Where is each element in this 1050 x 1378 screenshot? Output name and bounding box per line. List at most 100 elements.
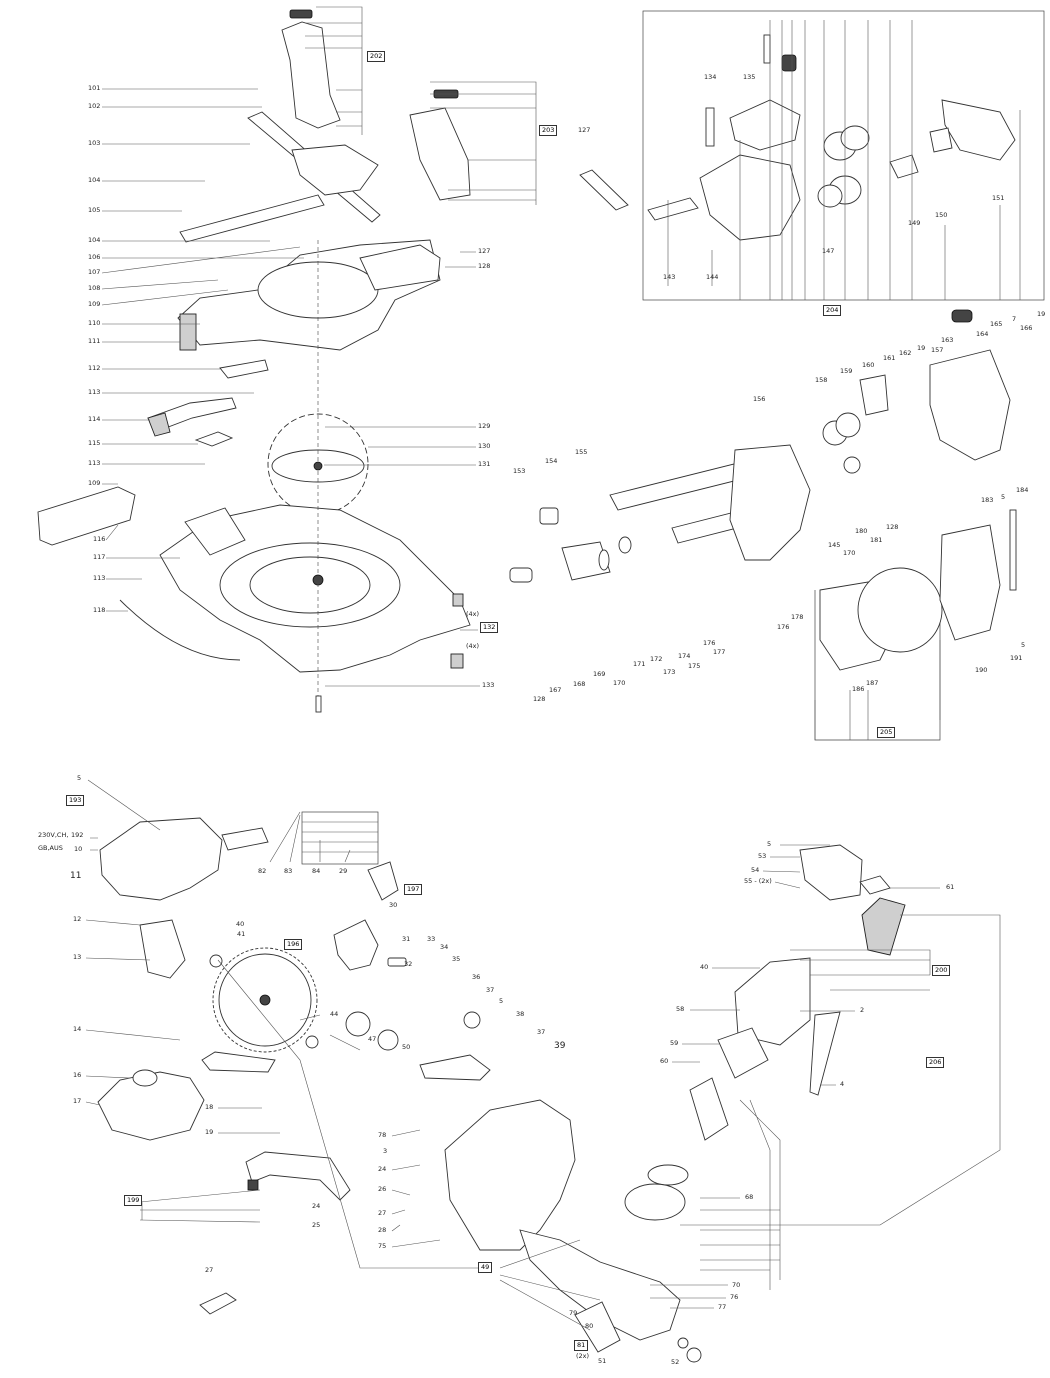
side-extension-part [37, 486, 136, 546]
part-label: (4x) [466, 642, 480, 650]
group-label-box: 81 [574, 1340, 589, 1351]
part-label: 27 [205, 1266, 214, 1274]
part-label: 19 [917, 344, 926, 352]
part-label: 16 [73, 1071, 82, 1079]
group-label-box: 205 [877, 727, 896, 738]
part-label: 39 [554, 1041, 566, 1051]
part-label: 128 [478, 262, 491, 270]
part-label: 26 [378, 1185, 387, 1193]
part-label: 83 [284, 867, 293, 875]
part-label: 168 [573, 680, 586, 688]
switch-handle-parts [333, 861, 491, 1081]
part-label: 25 [312, 1221, 321, 1229]
part-label: 40 [700, 963, 709, 971]
part-label: 68 [745, 1193, 754, 1201]
part-label: 129 [478, 422, 491, 430]
part-label: 102 [88, 102, 101, 110]
bolt-133 [315, 695, 322, 713]
part-label: 164 [976, 330, 989, 338]
part-label: 37 [537, 1028, 546, 1036]
part-label: 186 [852, 685, 865, 693]
part-label: 101 [88, 84, 101, 92]
part-label: 80 [585, 1322, 594, 1330]
gear-set-group [822, 309, 1011, 474]
part-label: 70 [732, 1281, 741, 1289]
part-label: 131 [478, 460, 491, 468]
part-label: 24 [312, 1202, 321, 1210]
group-label-box: 49 [478, 1262, 493, 1273]
part-label: 171 [633, 660, 646, 668]
part-label: 51 [598, 1357, 607, 1365]
part-label: 143 [663, 273, 676, 281]
part-label: 19 [205, 1128, 214, 1136]
group-frame-204 [642, 10, 1045, 301]
part-label: 163 [941, 336, 954, 344]
part-label: 149 [908, 219, 921, 227]
group-label-box: 200 [932, 965, 951, 976]
foot-pad-lower [450, 653, 464, 669]
part-label: 128 [886, 523, 899, 531]
part-label: 59 [670, 1039, 679, 1047]
part-label: 111 [88, 337, 101, 345]
part-label: 2 [860, 1006, 865, 1014]
main-housing [444, 1099, 681, 1353]
part-label: 173 [663, 668, 676, 676]
part-label: 61 [946, 883, 955, 891]
part-label: 133 [482, 681, 495, 689]
part-label: 82 [258, 867, 267, 875]
part-label: 106 [88, 253, 101, 261]
part-label: 178 [791, 613, 804, 621]
group-label-box: 197 [404, 884, 423, 895]
part-label: 5 [1021, 641, 1026, 649]
part-label: 116 [93, 535, 106, 543]
part-label: 104 [88, 236, 101, 244]
part-label: 176 [703, 639, 716, 647]
part-label: 160 [862, 361, 875, 369]
part-label: 50 [402, 1043, 411, 1051]
part-label: 79 [569, 1309, 578, 1317]
part-label: 175 [688, 662, 701, 670]
part-label: 158 [815, 376, 828, 384]
part-label: 103 [88, 139, 101, 147]
part-label: 162 [899, 349, 912, 357]
part-label: 134 [704, 73, 717, 81]
part-label: 184 [1016, 486, 1029, 494]
part-label: 107 [88, 268, 101, 276]
part-label: 54 [751, 866, 760, 874]
part-label: 37 [486, 986, 495, 994]
part-label: 53 [758, 852, 767, 860]
part-label: 165 [990, 320, 1003, 328]
part-label: (4x) [466, 610, 480, 618]
part-label: 84 [312, 867, 321, 875]
part-label: 159 [840, 367, 853, 375]
leader-lines [85, 6, 1021, 1331]
part-label: 36 [472, 973, 481, 981]
part-label: 230V,CH, [38, 831, 69, 839]
part-label: 190 [975, 666, 988, 674]
part-label: 18 [205, 1103, 214, 1111]
part-label: 78 [378, 1131, 387, 1139]
main-base-part [119, 504, 471, 673]
part-label: 147 [822, 247, 835, 255]
part-label: 109 [88, 479, 101, 487]
part-label: 181 [870, 536, 883, 544]
part-label: 4 [840, 1080, 845, 1088]
part-label: 32 [404, 960, 413, 968]
part-label: 47 [368, 1035, 377, 1043]
part-label: 10 [74, 845, 83, 853]
part-label: 161 [883, 354, 896, 362]
part-label: 145 [828, 541, 841, 549]
saw-blade [209, 947, 319, 1053]
part-label: 38 [516, 1010, 525, 1018]
part-label: 167 [549, 686, 562, 694]
part-label: 177 [713, 648, 726, 656]
part-label: 191 [1010, 654, 1023, 662]
part-label: (2x) [576, 1352, 590, 1360]
part-label: 183 [981, 496, 994, 504]
part-label: 27 [378, 1209, 387, 1217]
part-label: 192 [71, 831, 84, 839]
part-label: 29 [339, 867, 348, 875]
part-label: 44 [330, 1010, 339, 1018]
part-label: 176 [777, 623, 790, 631]
part-label: 52 [671, 1358, 680, 1366]
